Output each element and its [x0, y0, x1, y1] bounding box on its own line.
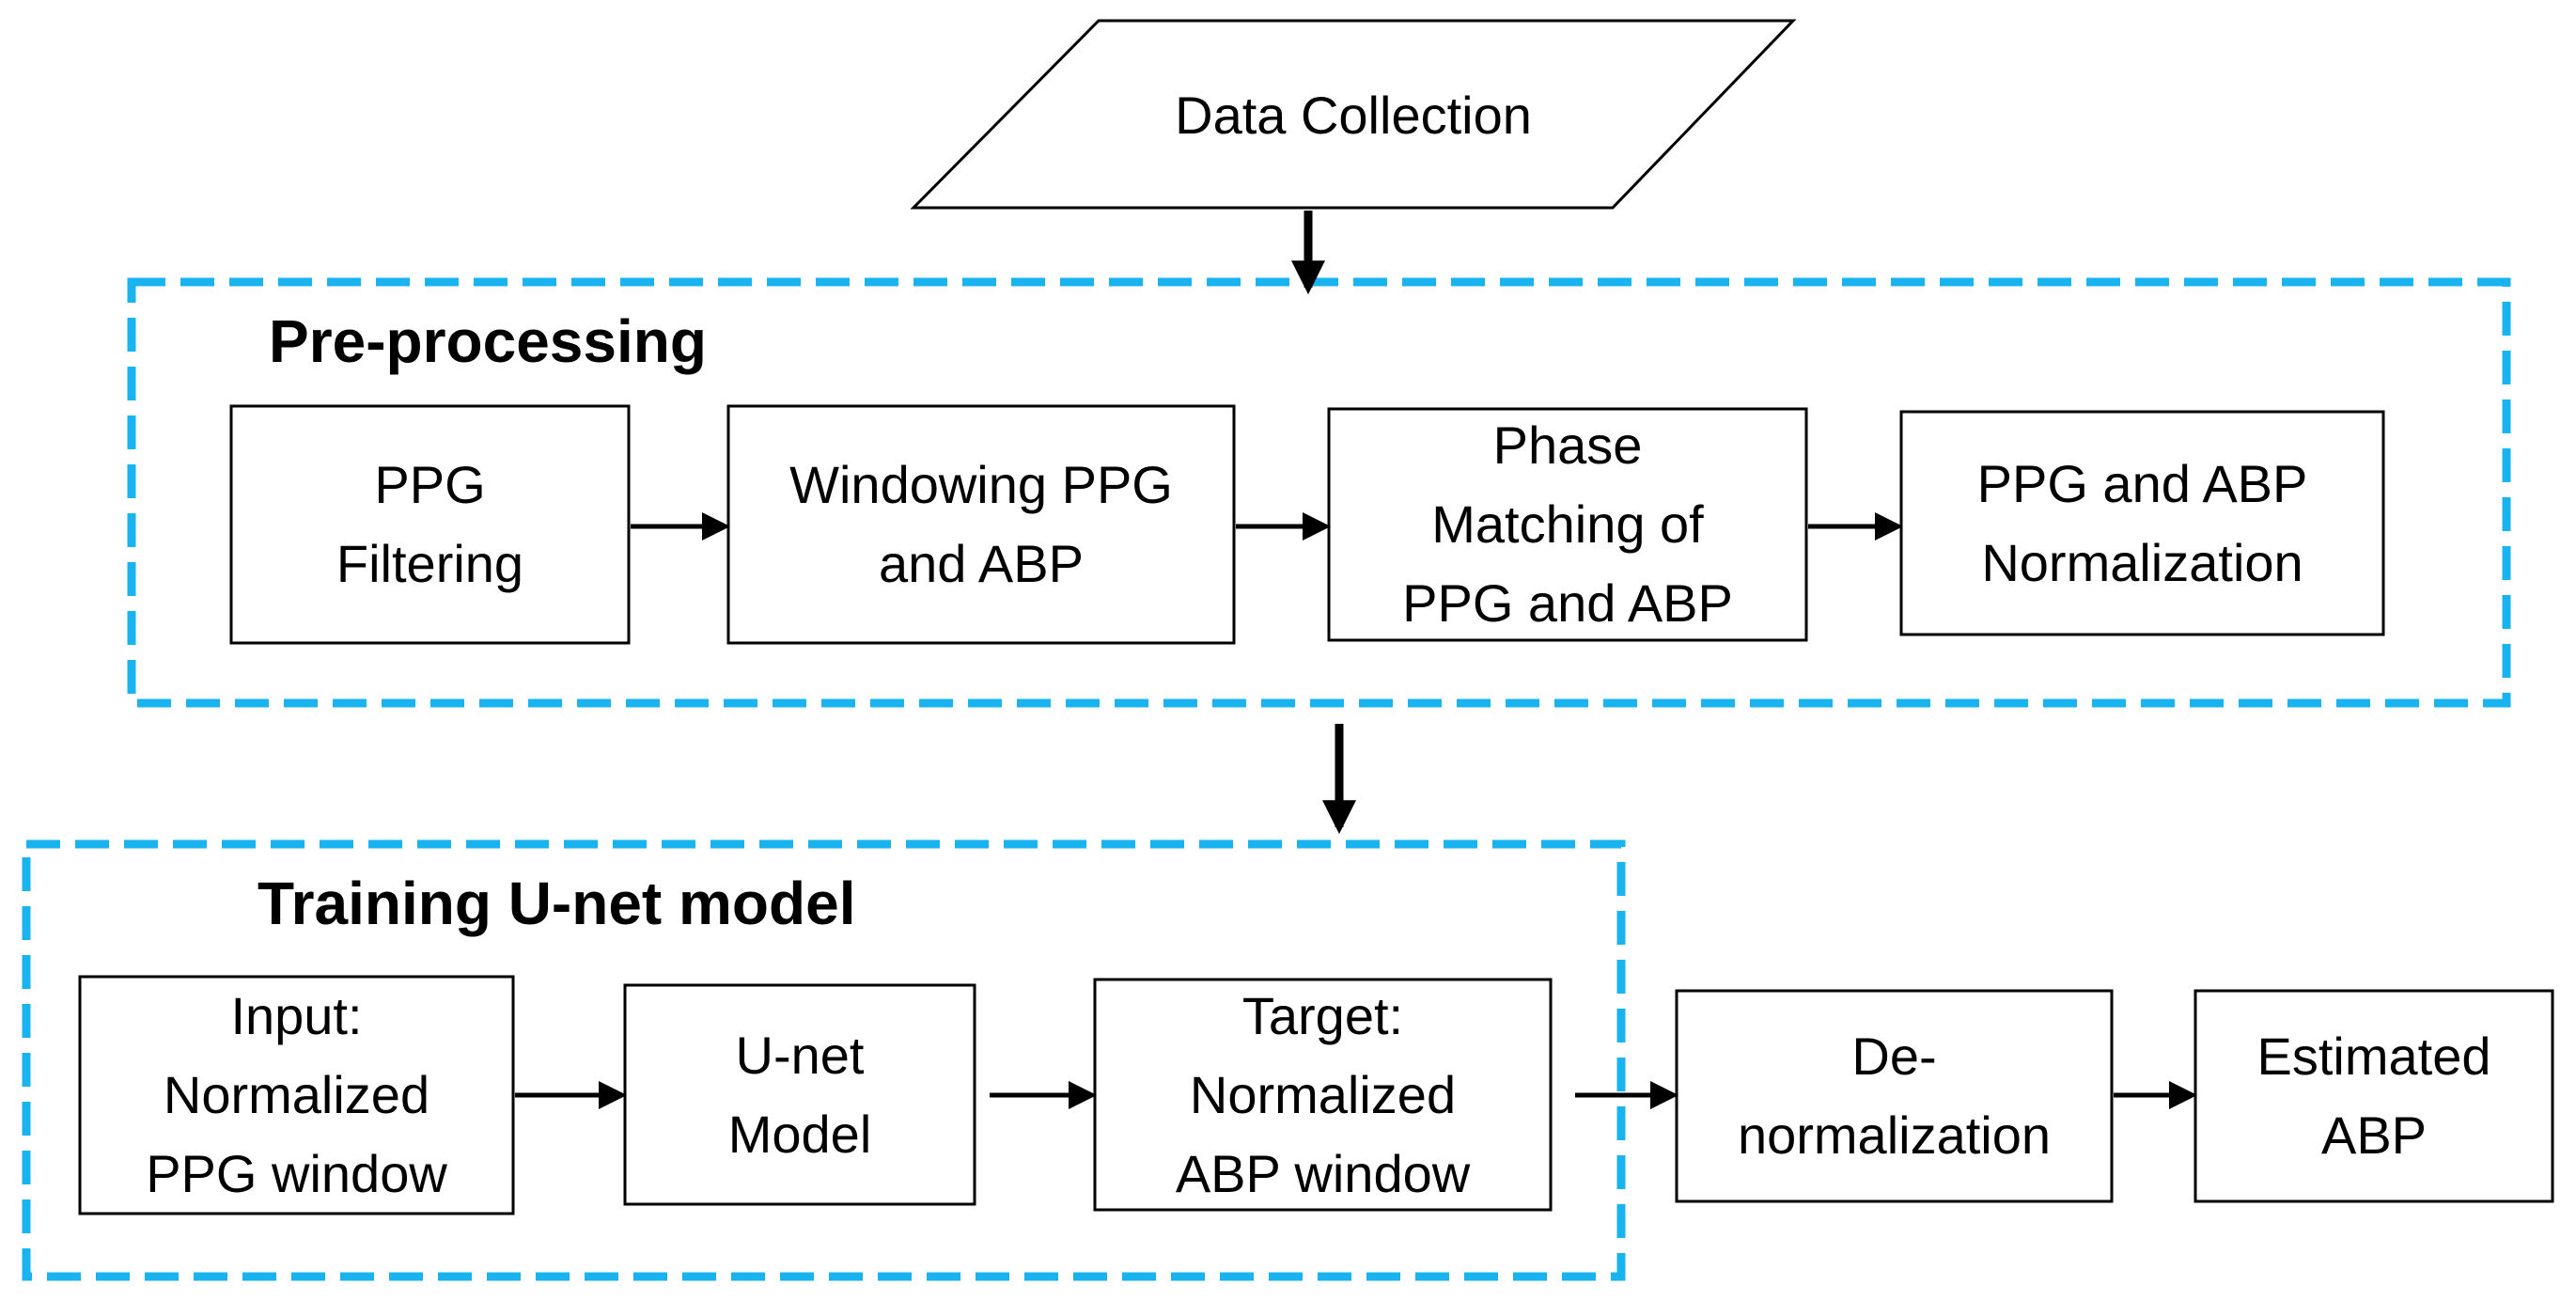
phase-matching-label: Phase Matching of PPG and ABP	[1402, 415, 1733, 633]
estimated-abp-label: Estimated ABP	[2256, 1027, 2491, 1165]
preprocessing-title: Pre-processing	[269, 307, 707, 375]
input-box	[78, 975, 515, 1215]
normalization-box	[1899, 410, 2385, 636]
training-title: Training U-net model	[258, 870, 856, 937]
phase-matching-box	[1327, 407, 1808, 642]
ppg-filtering-label: PPG Filtering	[336, 455, 524, 593]
data-collection-label: Data Collection	[1175, 86, 1532, 145]
unet-model-label: U-net Model	[727, 1025, 872, 1164]
normalization-label: PPG and ABP Normalization	[1976, 453, 2308, 592]
ppg-filtering-box	[229, 404, 631, 645]
input-label: Input: Normalized PPG window	[146, 986, 447, 1203]
training-group	[22, 839, 1626, 1281]
target-label: Target: Normalized ABP window	[1175, 985, 1471, 1203]
denormalization-box	[1675, 989, 2114, 1203]
target-box	[1093, 978, 1553, 1212]
denormalization-label: De- normalization	[1737, 1027, 2052, 1165]
unet-model-box	[623, 983, 976, 1206]
estimated-abp-box	[2194, 989, 2554, 1203]
windowing-label: Windowing PPG and ABP	[789, 455, 1173, 593]
data-collection-shape	[910, 19, 1797, 210]
windowing-box	[726, 404, 1236, 645]
